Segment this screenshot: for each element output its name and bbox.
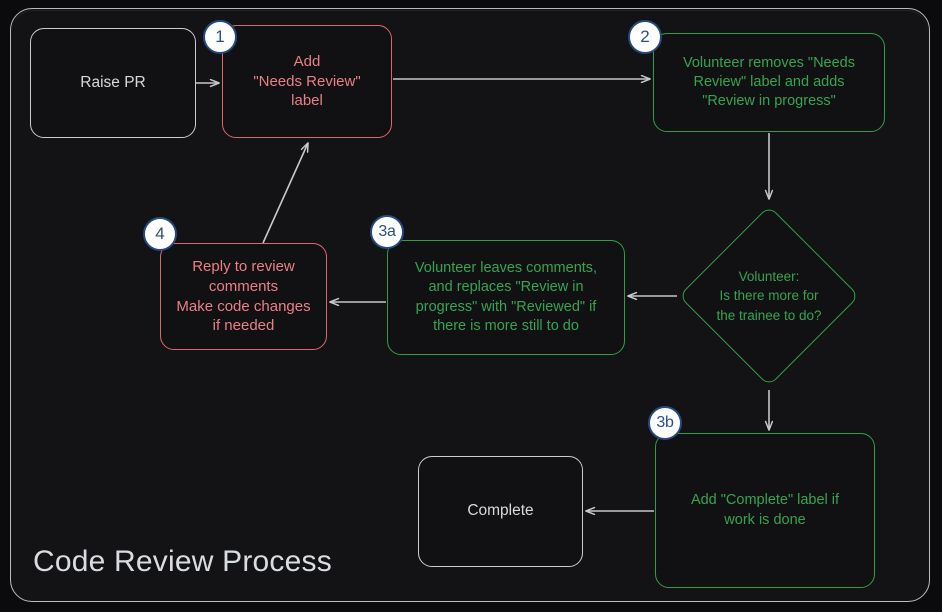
node-add-label[interactable]: Add "Needs Review" label: [222, 25, 392, 138]
node-volunteer-3a[interactable]: Volunteer leaves comments, and replaces …: [387, 240, 625, 355]
badge-step-3b-label: 3b: [656, 414, 674, 431]
badge-step-3b: 3b: [648, 406, 682, 440]
node-add-label-label: Add "Needs Review" label: [253, 52, 361, 110]
node-complete-label: Complete: [467, 502, 534, 520]
node-raise-pr-label: Raise PR: [80, 73, 146, 91]
node-decision[interactable]: Volunteer: Is there more for the trainee…: [678, 205, 860, 387]
edge-reply-4-to-add-label: [262, 143, 308, 244]
badge-step-2-label: 2: [640, 27, 650, 46]
badge-step-3a-label: 3a: [378, 223, 396, 240]
badge-step-4: 4: [143, 217, 177, 251]
node-raise-pr[interactable]: Raise PR: [30, 28, 196, 138]
node-volunteer-2-label: Volunteer removes "Needs Review" label a…: [683, 54, 855, 110]
node-volunteer-3a-label: Volunteer leaves comments, and replaces …: [414, 260, 598, 334]
badge-step-4-label: 4: [155, 224, 165, 243]
diagram-title: Code Review Process: [33, 545, 332, 578]
node-reply-4[interactable]: Reply to review comments Make code chang…: [160, 243, 327, 350]
node-add-complete[interactable]: Add "Complete" label if work is done: [655, 433, 875, 588]
badge-step-2: 2: [628, 20, 662, 54]
node-decision-label: Volunteer: Is there more for the trainee…: [716, 269, 822, 323]
node-complete[interactable]: Complete: [418, 456, 583, 567]
node-add-complete-label: Add "Complete" label if work is done: [690, 492, 840, 528]
badge-step-1-label: 1: [215, 27, 225, 46]
badge-step-1: 1: [203, 20, 237, 54]
node-volunteer-2[interactable]: Volunteer removes "Needs Review" label a…: [653, 33, 885, 132]
node-reply-4-label: Reply to review comments Make code chang…: [176, 257, 311, 335]
badge-step-3a: 3a: [370, 215, 404, 249]
